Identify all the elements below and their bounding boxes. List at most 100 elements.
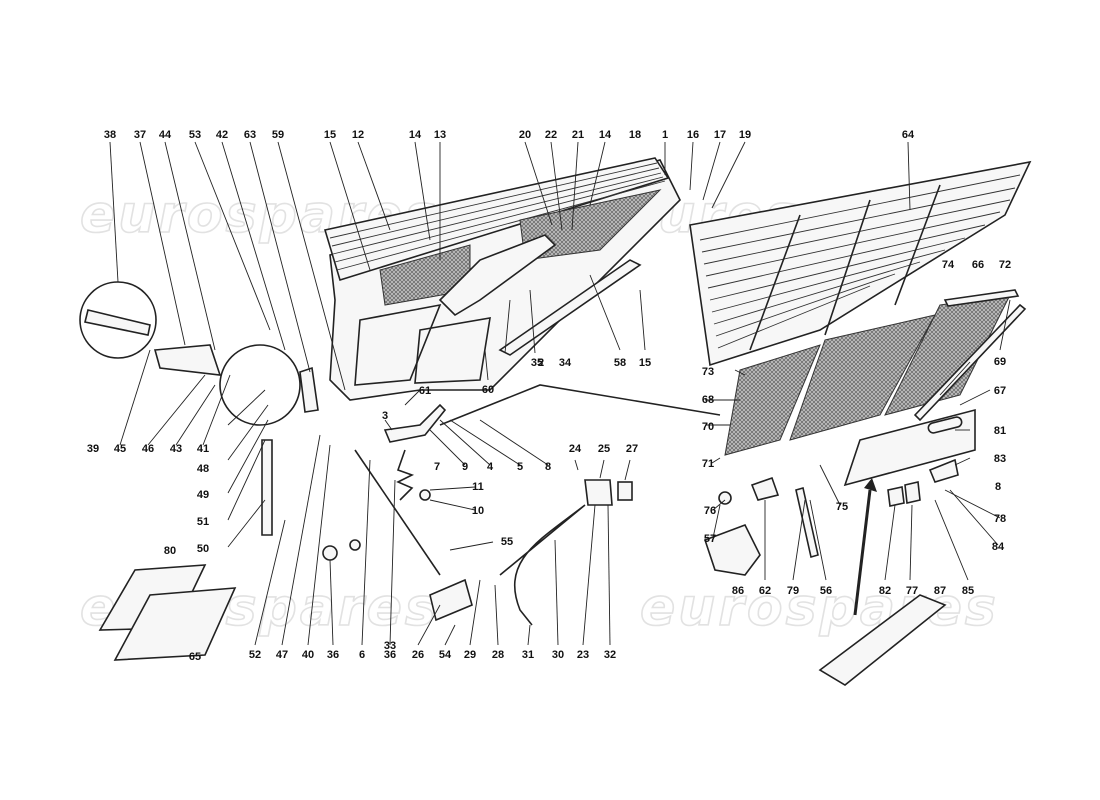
part-label: 82 [879,585,891,597]
part-label: 31 [522,649,534,661]
arrow-icon [853,489,872,616]
washer [419,489,431,501]
part-label: 2 [538,357,544,369]
support-strut [261,439,273,536]
part-label: 85 [962,585,974,597]
part-label: 52 [249,649,261,661]
part-label: 69 [994,356,1006,368]
part-label: 15 [639,357,651,369]
part-label: 28 [492,649,504,661]
part-label: 33 [384,640,396,652]
seal-strip [498,259,642,356]
hinge-bracket [928,458,959,483]
engine-cover-louvers [699,174,1021,351]
lid-louver-panel [323,157,670,282]
part-label: 65 [189,651,201,663]
part-label: 84 [992,541,1005,553]
part-label: 4 [487,461,494,473]
side-panel [113,587,237,661]
lever [383,403,447,443]
cover-plate [818,594,947,686]
part-label: 41 [197,443,209,455]
part-label: 66 [972,259,984,271]
part-label: 56 [820,585,832,597]
part-label: 35 [531,357,543,369]
part-label: 44 [159,129,172,141]
part-label: 38 [104,129,116,141]
part-label: 36 [327,649,339,661]
part-label: 47 [276,649,288,661]
part-label: 64 [902,129,915,141]
spring [396,449,415,501]
part-label: 8 [545,461,551,473]
hinge-arm [438,234,557,317]
mesh-panel [789,314,936,441]
hinge [887,486,905,507]
part-label: 36 [384,649,396,661]
part-label: 19 [739,129,751,141]
lid-louvers [329,162,666,271]
hinge [750,476,780,501]
release-cable [499,504,586,626]
lid-opening [414,317,491,384]
part-label: 68 [702,394,714,406]
part-label: 42 [216,129,228,141]
part-label: 62 [759,585,771,597]
part-label: 30 [552,649,564,661]
part-label: 15 [324,129,336,141]
part-label: 74 [942,259,955,271]
engine-cover-assembly [689,160,1032,487]
seal-strip [943,289,1020,307]
part-label: 54 [439,649,452,661]
part-label: 14 [599,129,612,141]
part-label: 46 [142,443,154,455]
release-cable [439,384,721,426]
part-label: 27 [626,443,638,455]
hinge [904,481,921,504]
part-label: 71 [702,458,714,470]
part-label: 11 [472,481,484,493]
hinge-bracket [299,366,319,413]
part-label: 3 [382,410,388,422]
part-label: 70 [702,421,714,433]
part-label: 5 [517,461,523,473]
part-label: 26 [412,649,424,661]
part-label: 77 [906,585,918,597]
latch-detail [84,309,151,336]
part-label: 78 [994,513,1006,525]
part-label: 67 [994,385,1006,397]
misc-parts [79,281,959,686]
latch-plate [153,344,222,376]
part-label: 50 [197,543,209,555]
part-label: 58 [614,357,626,369]
part-label: 23 [577,649,589,661]
part-label: 73 [702,366,714,378]
leader-lines [109,141,1011,646]
part-label: 43 [170,443,182,455]
part-label: 57 [704,533,716,545]
part-label: 80 [164,545,176,557]
part-label: 10 [472,505,484,517]
part-label: 21 [572,129,584,141]
part-label: 7 [434,461,440,473]
part-label: 8 [995,481,1001,493]
mounting-flange [219,344,301,426]
part-label: 37 [134,129,146,141]
part-label: 25 [598,443,610,455]
part-label: 6 [359,649,365,661]
clip [617,481,633,501]
part-label: 87 [934,585,946,597]
part-label: 18 [629,129,641,141]
lid-opening [354,303,442,386]
part-label: 22 [545,129,557,141]
grommet [718,491,732,505]
part-label: 20 [519,129,531,141]
part-label: 55 [501,536,513,548]
part-label: 1 [662,129,668,141]
mesh-panel [724,344,821,456]
cover-panel [843,408,976,487]
striker-bracket [584,479,613,506]
grommet [322,545,338,561]
part-label: 13 [434,129,446,141]
